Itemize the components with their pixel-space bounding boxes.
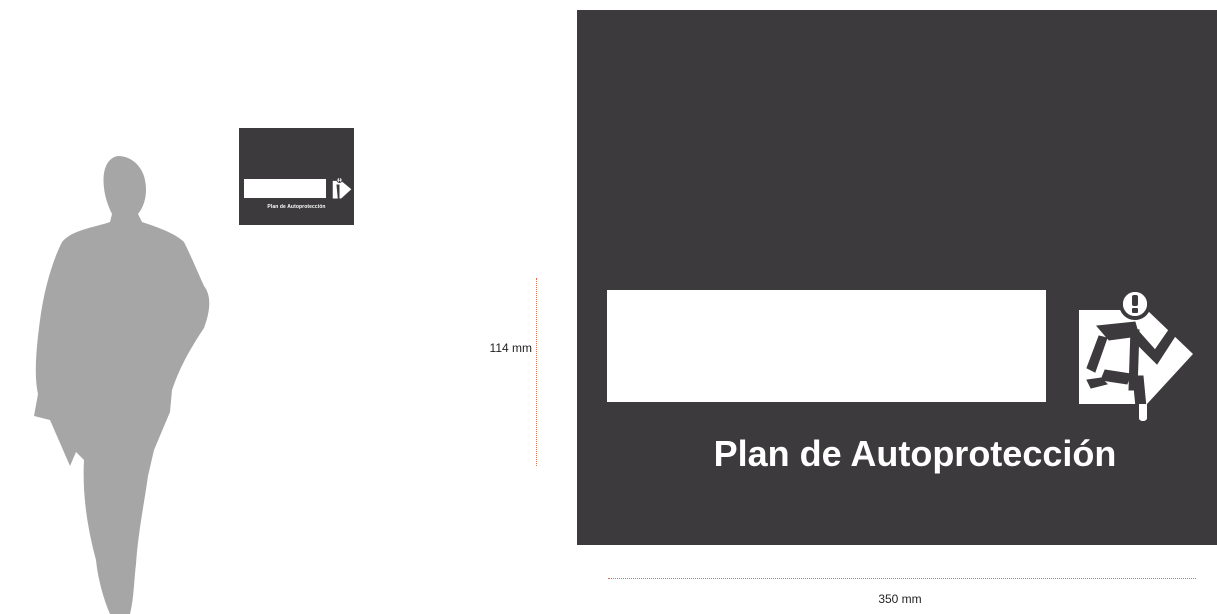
sign-small-preview: Plan de Autoprotección bbox=[239, 128, 354, 225]
running-man-exit-icon bbox=[1079, 288, 1193, 421]
sign-small-panel bbox=[244, 179, 326, 198]
human-silhouette-icon bbox=[34, 156, 210, 614]
sign-large-panel bbox=[607, 290, 1046, 402]
width-dimension-label: 350 mm bbox=[878, 592, 922, 606]
height-dimension-label: 114 mm bbox=[489, 341, 532, 355]
sign-large: Plan de Autoprotección bbox=[577, 10, 1217, 545]
sign-large-title: Plan de Autoprotección bbox=[713, 433, 1117, 474]
height-dimension-line bbox=[536, 278, 537, 466]
running-man-exit-icon bbox=[332, 176, 352, 200]
width-dimension-line bbox=[608, 578, 1196, 579]
sign-small-title: Plan de Autoprotección bbox=[267, 204, 326, 210]
